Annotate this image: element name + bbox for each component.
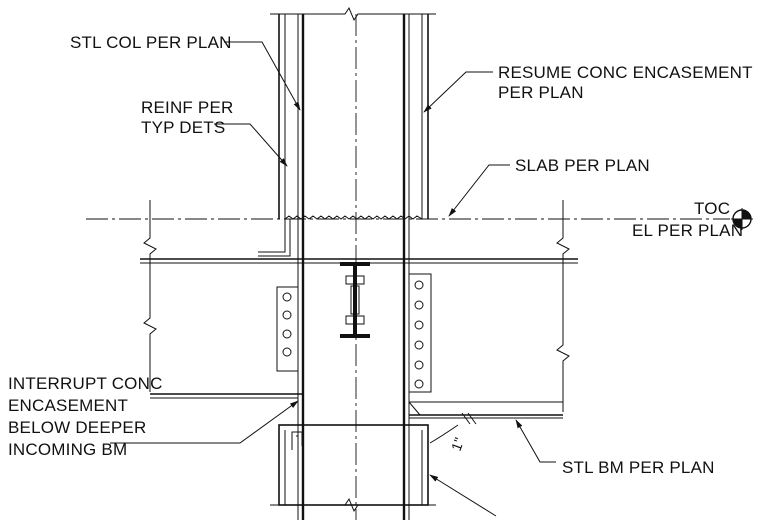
rough-concrete-edge [284, 215, 423, 220]
right-beam [408, 270, 570, 444]
label-interrupt-line2: ENCASEMENT [8, 396, 128, 415]
leader-stl-bm [515, 419, 556, 463]
label-interrupt-line1: INTERRUPT CONC [8, 374, 163, 393]
leader-stl-col [224, 41, 301, 111]
label-slab: SLAB PER PLAN [515, 156, 650, 175]
beam-section-symbol [340, 262, 370, 338]
lower-column-encasement [270, 424, 436, 513]
elevation-target-icon [731, 208, 753, 230]
rebar-hook [258, 219, 291, 257]
label-reinf-line1: REINF PER [141, 98, 233, 117]
label-slope: 1" [448, 435, 468, 453]
leader-resume [423, 71, 493, 113]
leader-lower-encasement [429, 474, 497, 517]
leader-slab [448, 164, 510, 217]
label-interrupt-line4: INCOMING BM [8, 440, 127, 459]
slab [140, 200, 578, 300]
label-reinf-line2: TYP DETS [141, 118, 225, 137]
label-el: EL PER PLAN [632, 221, 743, 240]
left-beam [143, 263, 303, 399]
label-resume-line1: RESUME CONC ENCASEMENT [498, 63, 753, 82]
label-resume-line2: PER PLAN [498, 83, 584, 102]
leader-reinf [214, 123, 288, 167]
label-interrupt-line3: BELOW DEEPER [8, 418, 146, 437]
label-stl-col: STL COL PER PLAN [70, 33, 232, 52]
left-shear-plate [276, 286, 299, 372]
leader-interrupt [110, 400, 299, 444]
label-toc: TOC [694, 199, 730, 218]
label-stl-bm: STL BM PER PLAN [562, 458, 715, 477]
right-shear-plate [408, 273, 432, 393]
